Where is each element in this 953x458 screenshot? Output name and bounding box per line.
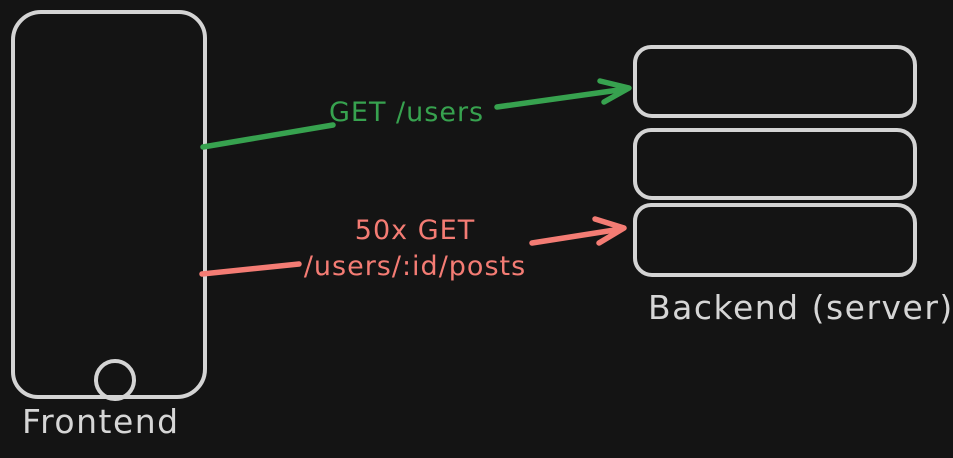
get-users-arrow-label: GET /users [329, 97, 485, 128]
backend-label: Backend (server) [648, 288, 953, 327]
frontend-label: Frontend [22, 402, 180, 441]
phone-home-button-icon [94, 359, 136, 401]
get-posts-arrow-label: 50x GET /users/:id/posts [292, 213, 538, 285]
server-box-2 [633, 128, 917, 200]
server-box-1 [633, 45, 917, 118]
get-posts-arrow-label-line2: /users/:id/posts [303, 251, 527, 282]
server-box-3 [633, 203, 917, 277]
frontend-phone-shape [11, 10, 207, 401]
get-posts-arrow-label-line1: 50x GET [354, 215, 476, 246]
